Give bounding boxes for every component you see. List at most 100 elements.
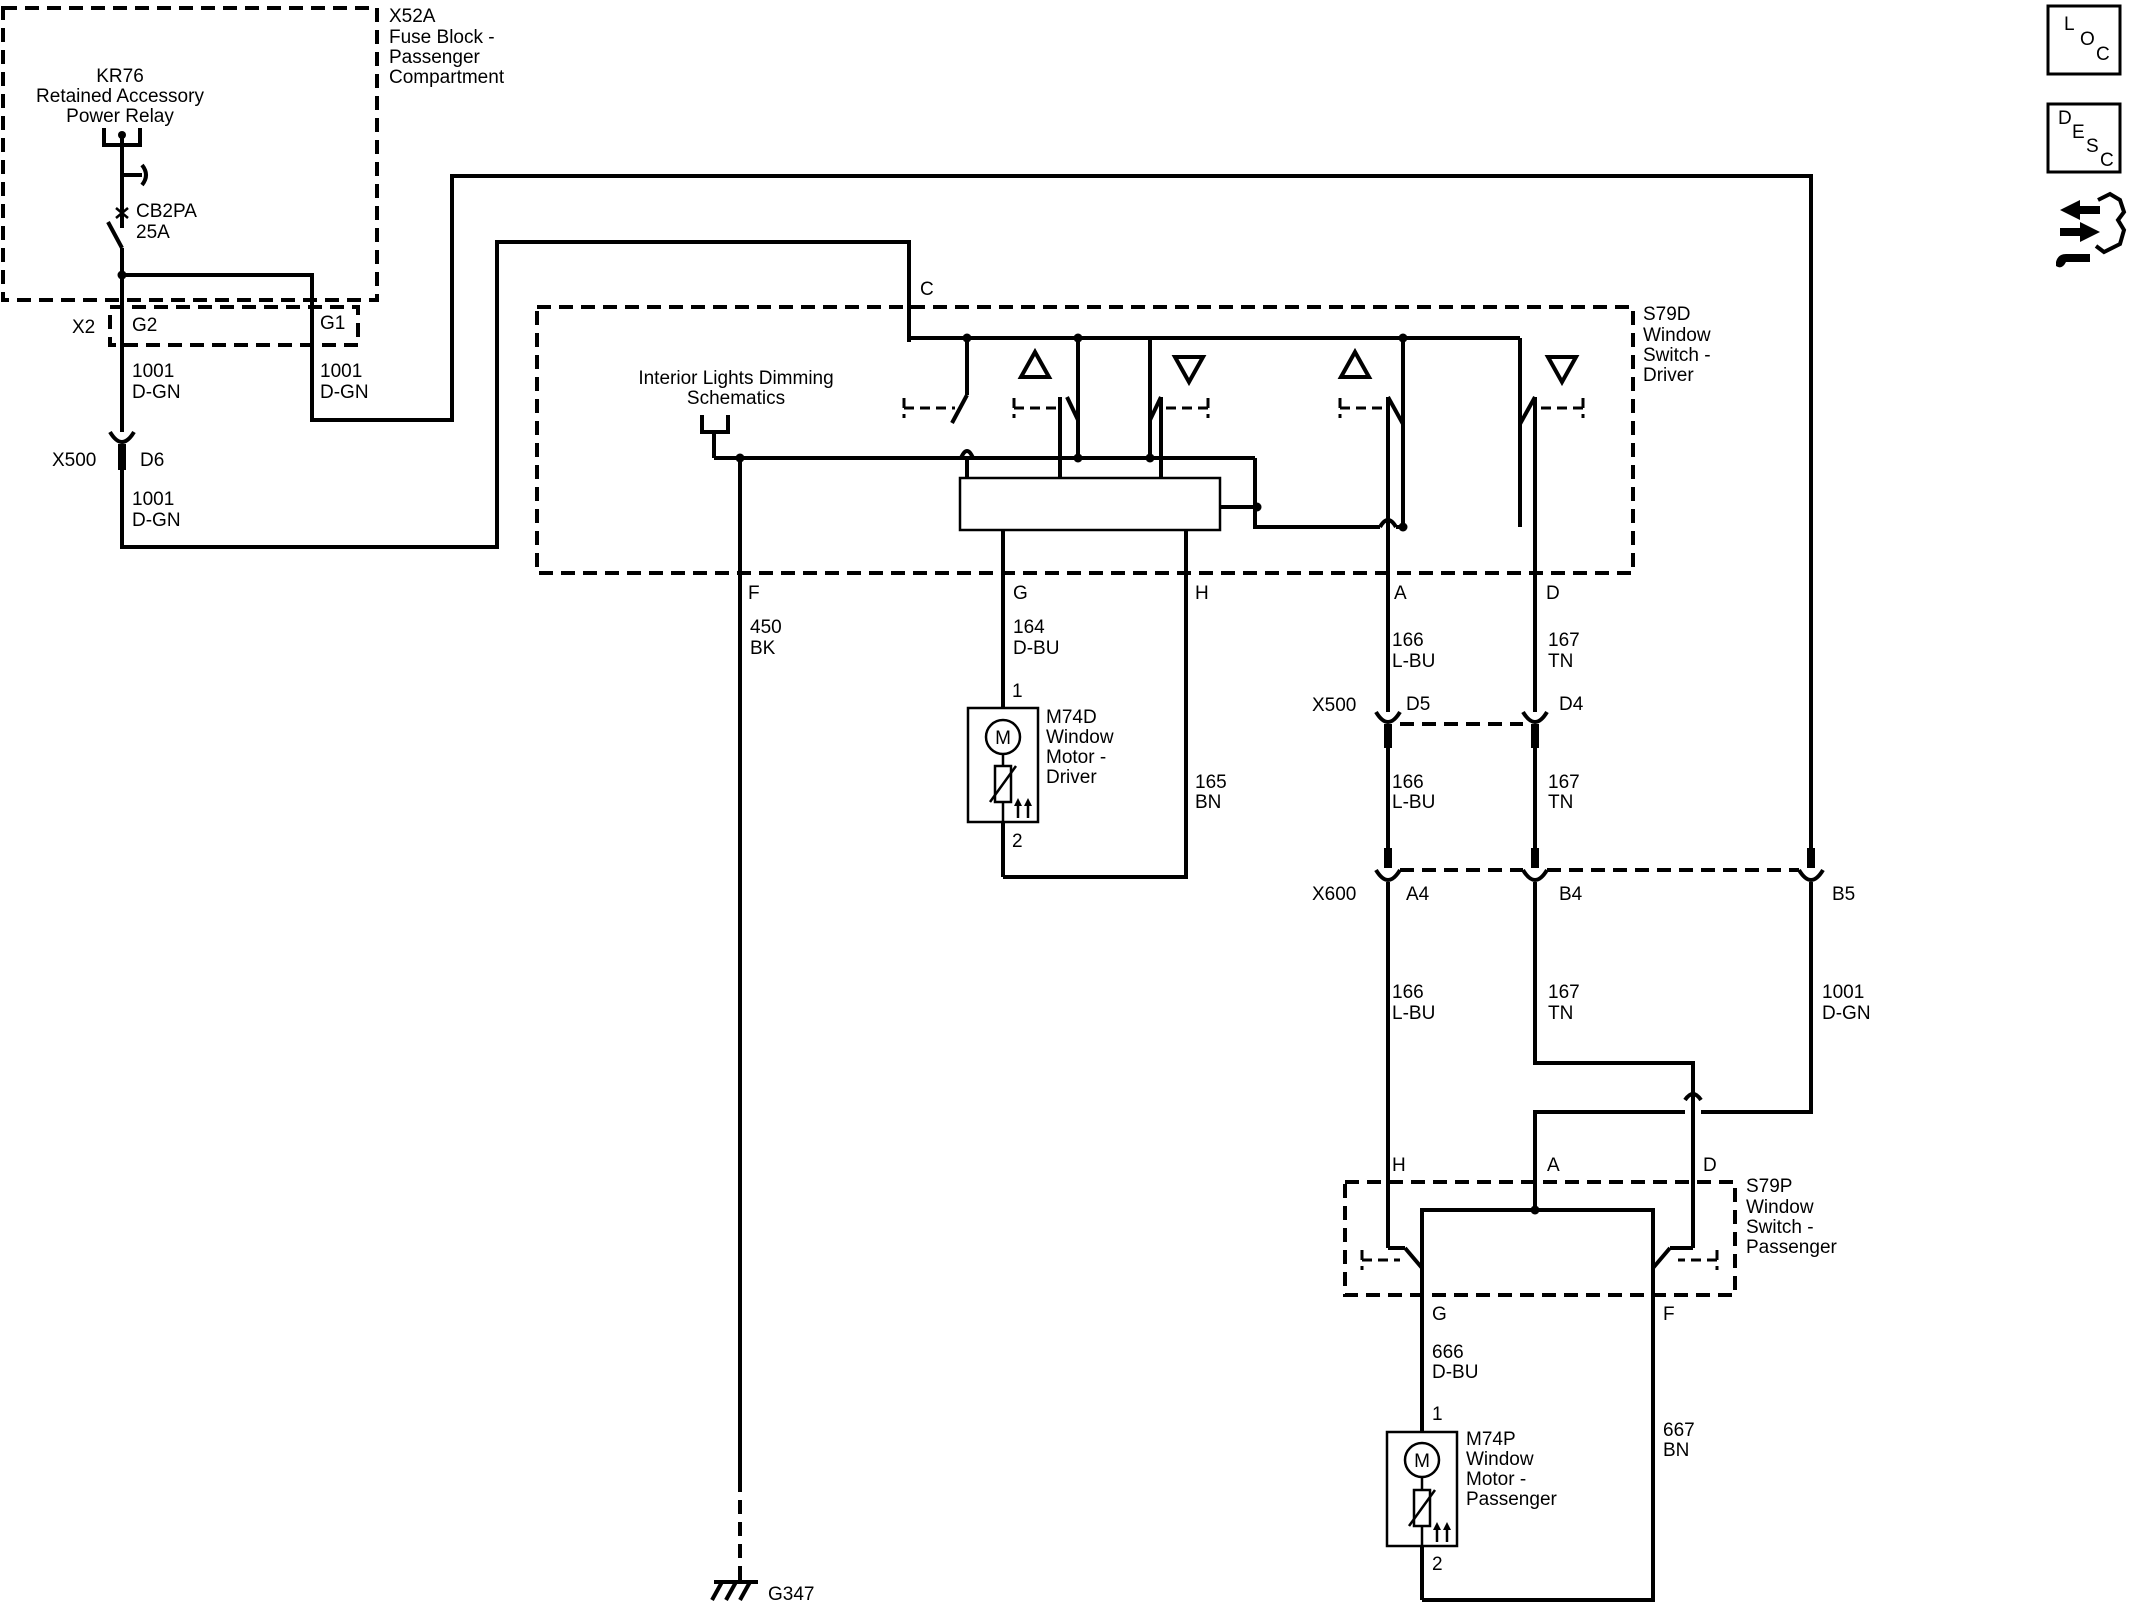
x600-pin-b4: B4 (1559, 884, 1583, 905)
driver-window-switch-s79d: S79D Window Switch - Driver C Interior L… (535, 279, 1711, 586)
svg-text:E: E (2072, 122, 2085, 143)
passenger-motor-symbol: M (1414, 1451, 1430, 1472)
wire-g-color: D-BU (1013, 638, 1059, 659)
wire-g1-color: D-GN (320, 382, 369, 403)
wire-f-color: BK (750, 638, 776, 659)
driver-motor-name-2: Motor - (1046, 747, 1106, 768)
driver-switch-ref: S79D (1643, 304, 1691, 325)
wire-f-circuit: 450 (750, 617, 782, 638)
window-motor-passenger-m74p: 1 M 2 M74P Window Motor - Passenger (1385, 1404, 1558, 1600)
wire-d2-color: TN (1548, 792, 1573, 813)
passenger-switch-name-2: Switch - (1746, 1217, 1814, 1238)
location-icon[interactable] (2046, 4, 2122, 76)
wire-a3-color: L-BU (1392, 1003, 1435, 1024)
driver-motor-pin1: 1 (1012, 681, 1023, 702)
wire-d1-circuit: 167 (1548, 630, 1580, 651)
driver-motor-name-3: Driver (1046, 767, 1097, 788)
wire-167-tn: 167 TN (1533, 586, 1580, 712)
pin-g2: G2 (132, 315, 157, 336)
x500-left-ref: X500 (52, 450, 96, 471)
x500-left-pin: D6 (140, 450, 164, 471)
passenger-motor-name-1: Window (1466, 1449, 1534, 1470)
x600-pin-b5: B5 (1832, 884, 1855, 905)
x500-pin-d4: D4 (1559, 694, 1584, 715)
ground-ref: G347 (768, 1584, 814, 1602)
dimming-label-1: Interior Lights Dimming (638, 368, 833, 389)
pin-g: G (1013, 583, 1028, 604)
connector-wrench-button[interactable] (2056, 191, 2127, 268)
svg-text:L: L (2064, 14, 2075, 35)
driver-switch-name-3: Driver (1643, 365, 1694, 386)
wire-450-bk: 450 BK (738, 586, 782, 1478)
wire-d2-circuit: 167 (1548, 772, 1580, 793)
pin-d-passenger: D (1703, 1155, 1717, 1176)
connector-x2-ref: X2 (72, 317, 95, 338)
passenger-switch-ref: S79P (1746, 1176, 1792, 1197)
wire-g2-circuit: 1001 (132, 361, 174, 382)
connector-wrench-icon[interactable] (2056, 191, 2127, 268)
wire-666-dbu: 666 D-BU (1420, 1308, 1478, 1432)
wire-a1-color: L-BU (1392, 651, 1435, 672)
wire-fp-color: BN (1663, 1440, 1689, 1461)
pin-d: D (1546, 583, 1560, 604)
wire-166-lbu: 166 L-BU (1386, 586, 1435, 712)
wire-1001-dgn-b5: 1001 D-GN (1533, 882, 1871, 1208)
wire-166-lbu-3: 166 L-BU (1386, 882, 1435, 1232)
location-button[interactable]: L O C (2046, 4, 2122, 76)
fuse-block-outline (1, 6, 379, 302)
breaker-ref: CB2PA (136, 201, 197, 222)
wire-167-tn-3: 167 TN (1533, 882, 1703, 1232)
wire-gp-color: D-BU (1432, 1362, 1478, 1383)
svg-text:S: S (2086, 136, 2099, 157)
connector-x2-outline (108, 305, 360, 347)
passenger-motor-pin1: 1 (1432, 1404, 1443, 1425)
pin-a: A (1394, 583, 1407, 604)
driver-switch-name-1: Window (1643, 325, 1711, 346)
passenger-switch-name-1: Window (1746, 1197, 1814, 1218)
svg-text:C: C (2096, 44, 2110, 65)
breaker-rating: 25A (136, 222, 170, 243)
svg-text:O: O (2080, 29, 2095, 50)
pin-f: F (748, 583, 760, 604)
wire-h-color: BN (1195, 792, 1221, 813)
fuse-block-name-1: Fuse Block - (389, 27, 495, 48)
down-arrow-icon (1171, 355, 1207, 387)
pin-g1: G1 (320, 313, 345, 334)
wire-164-dbu: 164 D-BU (1001, 586, 1059, 708)
pin-g-passenger: G (1432, 1304, 1447, 1325)
wire-g1-circuit: 1001 (320, 361, 362, 382)
wire-a3-circuit: 166 (1392, 982, 1424, 1003)
description-icon[interactable] (2046, 102, 2122, 174)
x600-pin-a4: A4 (1406, 884, 1430, 905)
relay-name-2: Power Relay (66, 106, 174, 127)
wire-b5-circuit: 1001 (1822, 982, 1864, 1003)
pin-c: C (920, 279, 934, 300)
wire-d3-color: TN (1548, 1003, 1573, 1024)
wire-g-circuit: 164 (1013, 617, 1045, 638)
x500-right-ref: X500 (1312, 695, 1356, 716)
description-button[interactable]: D E S C (2046, 102, 2122, 174)
pin-f-passenger: F (1663, 1304, 1675, 1325)
driver-motor-name-1: Window (1046, 727, 1114, 748)
passenger-switch-outline (1343, 1180, 1737, 1297)
x500-pin-d5: D5 (1406, 694, 1430, 715)
up-arrow-icon (1017, 347, 1053, 379)
relay-name-1: Retained Accessory (36, 86, 204, 107)
up-arrow-icon (1337, 347, 1373, 379)
wire-667-bn: 667 BN (1422, 1308, 1695, 1602)
wire-d6-color: D-GN (132, 510, 181, 531)
down-arrow-icon (1544, 355, 1580, 387)
fuse-block-x52a: X52A Fuse Block - Passenger Compartment … (1, 6, 505, 347)
passenger-motor-pin2: 2 (1432, 1554, 1443, 1575)
dimming-label-2: Schematics (687, 388, 785, 409)
svg-text:C: C (2100, 150, 2114, 171)
passenger-motor-ref: M74P (1466, 1429, 1516, 1450)
wire-fp-circuit: 667 (1663, 1420, 1695, 1441)
wire-1001-g2: 1001 D-GN (120, 275, 181, 432)
fuse-block-name-2: Passenger (389, 47, 481, 68)
fuse-block-ref: X52A (389, 6, 436, 27)
wire-g2-color: D-GN (132, 382, 181, 403)
passenger-motor-name-3: Passenger (1466, 1489, 1558, 1510)
wire-d3-circuit: 167 (1548, 982, 1580, 1003)
